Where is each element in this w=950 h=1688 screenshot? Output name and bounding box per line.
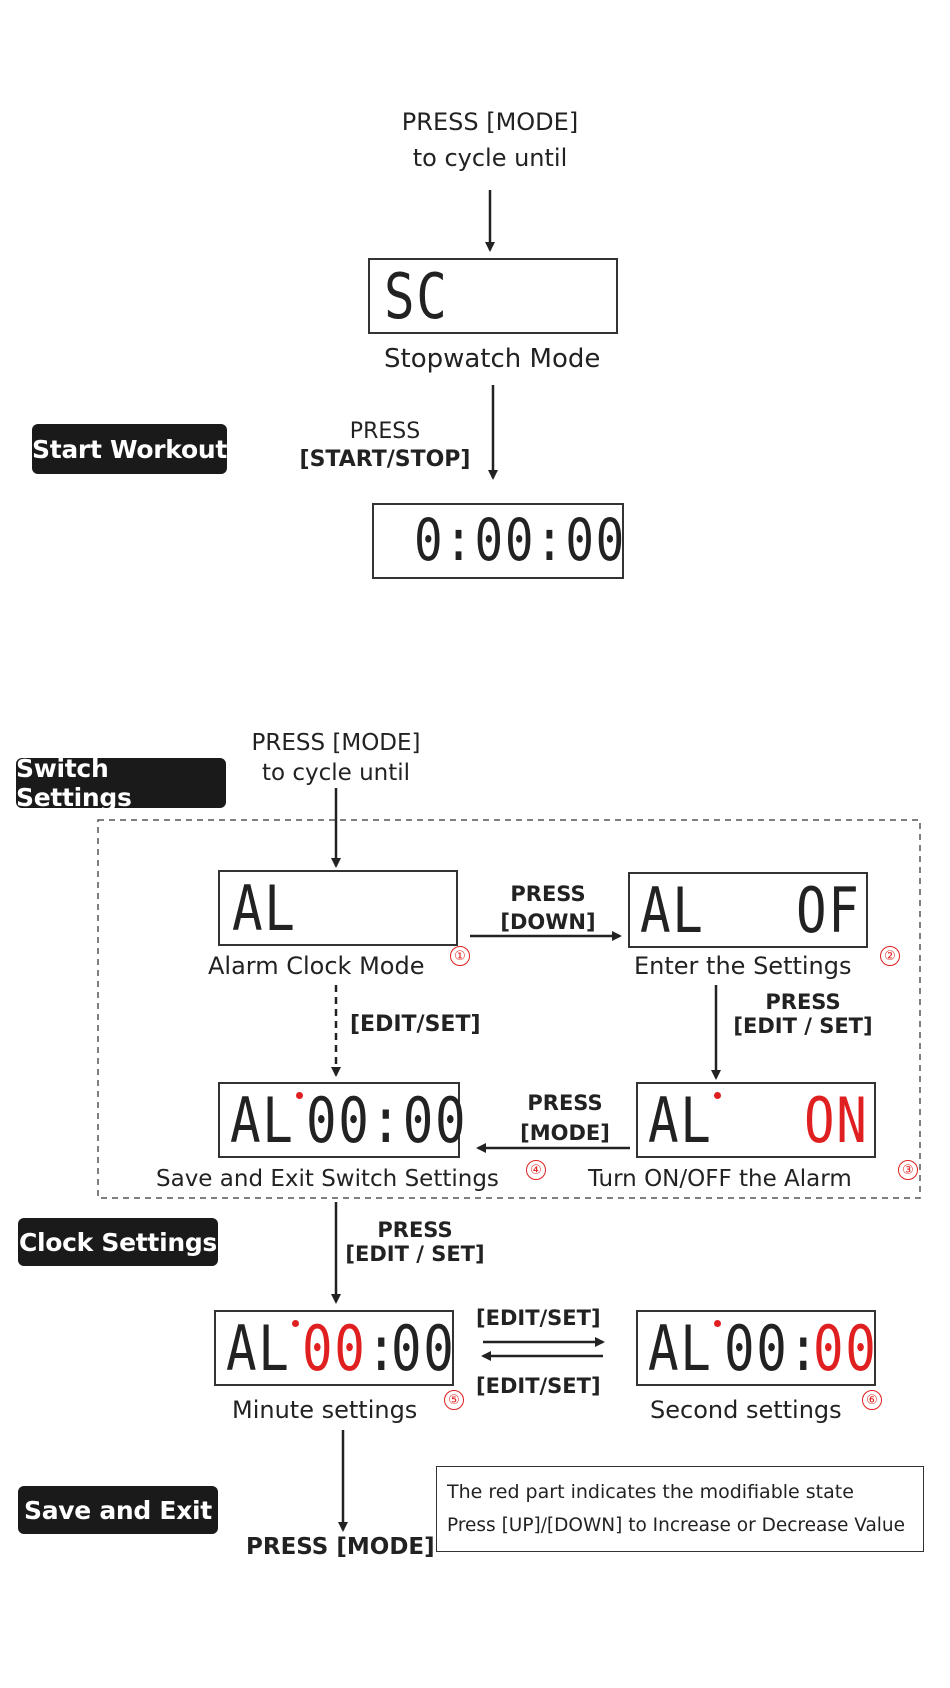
save-and-exit-badge: Save and Exit xyxy=(18,1486,218,1534)
down-line: [DOWN] xyxy=(500,910,596,934)
cycle-until-line: to cycle until xyxy=(412,144,568,172)
cycle-until-line: to cycle until xyxy=(261,760,411,786)
edit-set-line: [EDIT / SET] xyxy=(345,1242,485,1266)
press-line: PRESS xyxy=(527,1091,603,1115)
caption-text: Minute settings xyxy=(232,1396,418,1424)
lcd-text-colon: : xyxy=(366,1312,399,1385)
lcd-text-seconds: 00 xyxy=(391,1312,456,1385)
mode-line: [MODE] xyxy=(520,1121,610,1145)
lcd-display-stopwatch-time: 0:00:00 xyxy=(372,503,624,579)
stopwatch-mode-caption: Stopwatch Mode xyxy=(384,344,601,374)
switch-settings-box xyxy=(97,819,921,1199)
clock-settings-badge: Clock Settings xyxy=(18,1218,218,1266)
step-1-marker: ① xyxy=(450,946,470,966)
press-line: PRESS xyxy=(349,419,421,444)
step-3-marker: ③ xyxy=(898,1160,918,1180)
alarm-indicator-dot xyxy=(292,1320,299,1327)
caption-text: Second settings xyxy=(650,1396,842,1424)
lcd-text-minutes: 00 xyxy=(724,1312,789,1385)
lcd-display-save-exit: AL 00:00 xyxy=(218,1082,466,1158)
step-5-marker: ⑤ xyxy=(444,1390,464,1410)
caption-text: Enter the Settings xyxy=(634,952,852,980)
lcd-display-enter-settings: AL OF xyxy=(628,872,868,948)
minute-settings-caption: Minute settings xyxy=(232,1396,417,1424)
switch-settings-badge: Switch Settings xyxy=(16,754,226,812)
lcd-text-colon: : xyxy=(788,1312,821,1385)
caption-text: Save and Exit Switch Settings xyxy=(156,1166,499,1192)
lcd-text-seconds: 00 xyxy=(813,1312,878,1385)
press-down-label: PRESS [DOWN] xyxy=(488,880,608,936)
lcd-display-sc: SC xyxy=(368,258,618,334)
alarm-indicator-dot xyxy=(714,1092,721,1099)
lcd-text-al: AL xyxy=(232,872,297,945)
turn-on-off-caption: Turn ON/OFF the Alarm xyxy=(588,1166,852,1192)
press-mode-final-label: PRESS [MODE] xyxy=(246,1534,435,1560)
lcd-text-stopwatch-time: 0:00:00 xyxy=(414,506,626,574)
clock-press-edit-set-label: PRESS [EDIT / SET] xyxy=(340,1218,490,1266)
alarm-indicator-dot xyxy=(714,1320,721,1327)
press-start-stop-label: PRESS [START/STOP] xyxy=(290,418,480,474)
press-line: PRESS xyxy=(377,1218,453,1242)
lcd-text-on: ON xyxy=(804,1084,869,1157)
edit-set-back-label: [EDIT/SET] xyxy=(476,1374,601,1398)
press-mode-label: PRESS [MODE] xyxy=(510,1088,620,1148)
modifiable-state-note: The red part indicates the modifiable st… xyxy=(436,1466,924,1552)
edit-set-line: [EDIT / SET] xyxy=(733,1014,873,1038)
lcd-text-minutes: 00 xyxy=(302,1312,367,1385)
lcd-display-turn-on-off: AL ON xyxy=(636,1082,876,1158)
start-stop-line: [START/STOP] xyxy=(299,447,471,472)
second-settings-caption: Second settings xyxy=(650,1396,842,1424)
save-exit-switch-caption: Save and Exit Switch Settings xyxy=(156,1166,499,1192)
lcd-text-of: OF xyxy=(796,874,861,947)
press-line: PRESS xyxy=(765,990,841,1014)
enter-settings-caption: Enter the Settings xyxy=(634,952,852,980)
caption-text: Alarm Clock Mode xyxy=(208,952,425,980)
lcd-text-al: AL xyxy=(648,1084,713,1157)
step-6-marker: ⑥ xyxy=(862,1390,882,1410)
alarm-clock-mode-caption: Alarm Clock Mode xyxy=(208,952,424,980)
step-2-marker: ② xyxy=(880,946,900,966)
press-line: PRESS xyxy=(510,882,586,906)
lcd-text-time: 00:00 xyxy=(306,1084,468,1157)
note-line-2: Press [UP]/[DOWN] to Increase or Decreas… xyxy=(447,1515,906,1536)
lcd-text-al: AL xyxy=(648,1312,713,1385)
edit-set-dashed-label: [EDIT/SET] xyxy=(350,1012,481,1037)
press-mode-line: PRESS [MODE] xyxy=(251,730,421,756)
stopwatch-press-mode: PRESS [MODE] to cycle until xyxy=(380,104,600,176)
start-workout-badge: Start Workout xyxy=(32,424,227,474)
lcd-text-al: AL xyxy=(640,874,705,947)
press-mode-line: PRESS [MODE] xyxy=(401,108,579,136)
lcd-display-alarm-mode: AL xyxy=(218,870,458,946)
caption-text: Turn ON/OFF the Alarm xyxy=(588,1166,852,1192)
lcd-display-minute-settings: AL 00 : 00 xyxy=(214,1310,454,1386)
alarm-indicator-dot xyxy=(296,1092,303,1099)
step-4-marker: ④ xyxy=(526,1160,546,1180)
lcd-text-al: AL xyxy=(230,1084,295,1157)
edit-set-forward-label: [EDIT/SET] xyxy=(476,1306,601,1330)
press-edit-set-label: PRESS [EDIT / SET] xyxy=(728,990,878,1038)
lcd-text-al: AL xyxy=(226,1312,291,1385)
lcd-display-second-settings: AL 00 : 00 xyxy=(636,1310,876,1386)
note-line-1: The red part indicates the modifiable st… xyxy=(447,1481,854,1503)
alarm-press-mode: PRESS [MODE] to cycle until xyxy=(236,728,436,788)
lcd-text-sc: SC xyxy=(384,260,449,333)
